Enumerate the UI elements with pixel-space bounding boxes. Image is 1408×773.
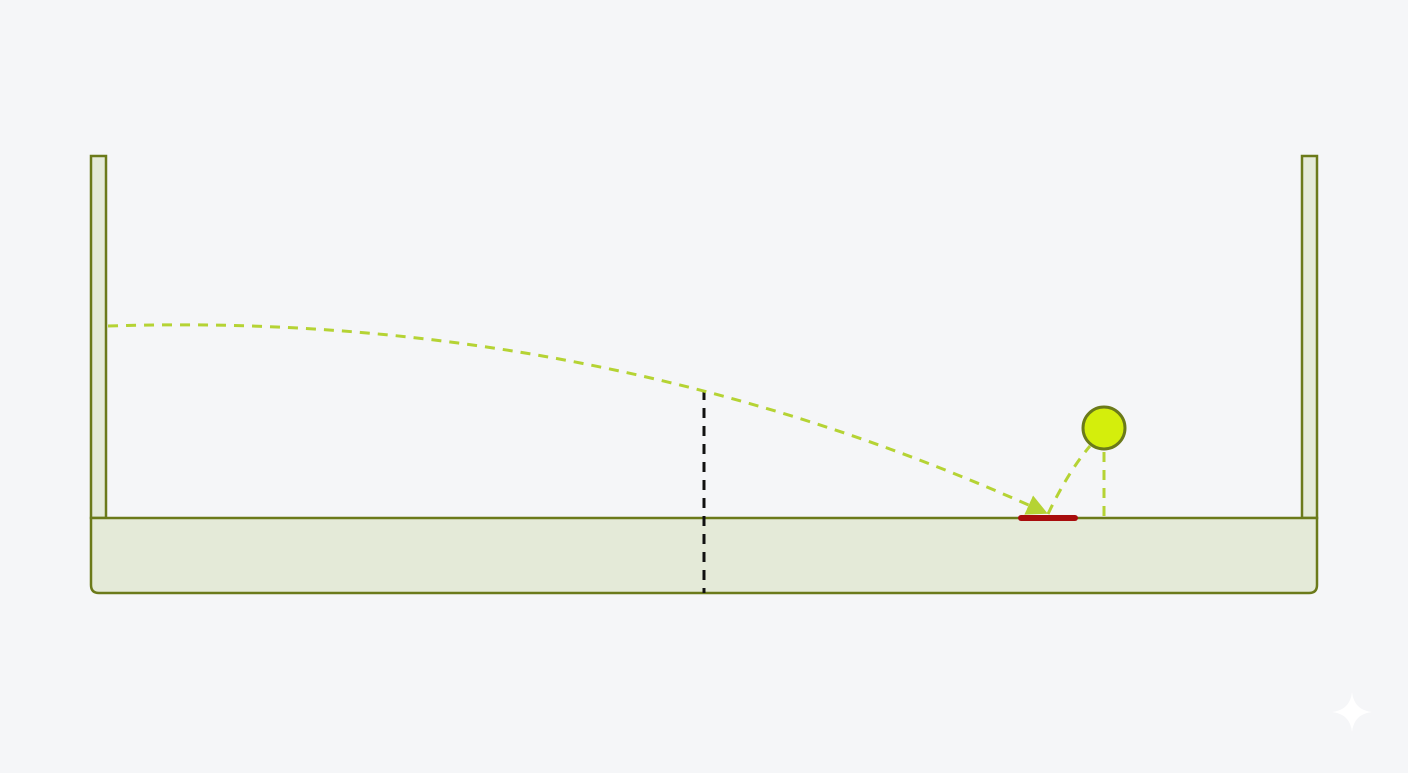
ball-trajectory [107,323,1048,515]
bounce-trajectory [1046,445,1092,515]
right-wall [1300,154,1319,520]
tennis-ball-icon [1081,405,1127,451]
sparkle-icon [1332,692,1372,732]
left-wall [89,154,108,520]
